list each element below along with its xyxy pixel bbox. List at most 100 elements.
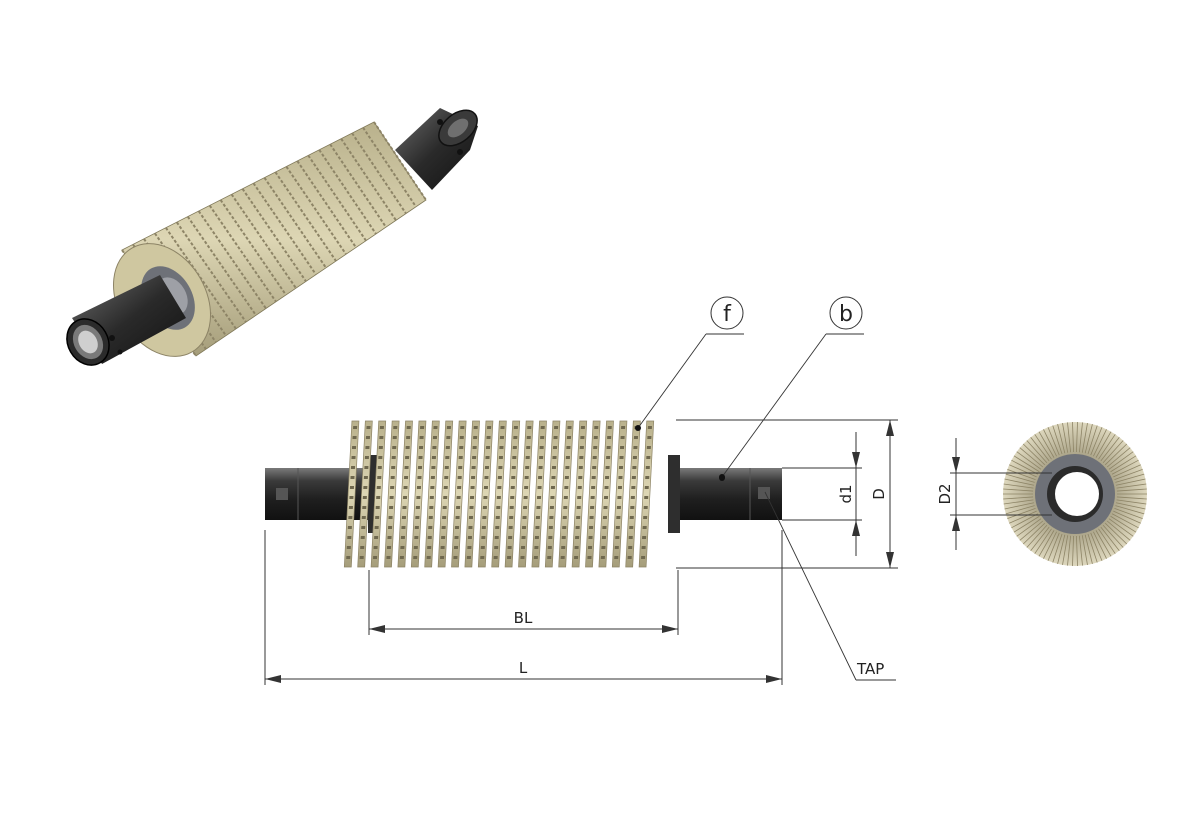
fin-serration [643,516,648,519]
fin-serration [415,506,420,509]
end-fin-ray [1072,535,1074,566]
fin-serration [536,496,542,499]
fin-serration [510,496,515,499]
fin-serration [431,466,436,469]
fin-serration [526,446,531,449]
end-fin-ray [1095,431,1112,458]
side-fin [611,420,628,568]
end-fin-ray [1004,478,1035,486]
fin-serration [644,486,649,489]
fin-serration [566,446,571,449]
fin-serration [471,466,476,469]
fin-serration [349,496,354,499]
dimension-d1: d1 [782,432,862,556]
fin-serration [604,476,610,479]
fin-serration [548,536,553,539]
fin-serration [644,496,649,499]
fin-serration [641,556,646,559]
end-fin-ray [1030,526,1050,551]
fin-serration [642,526,647,529]
fin-serration [632,466,637,469]
side-fin [477,420,494,568]
fin-serration [414,536,419,539]
fin-serration [348,506,353,509]
fin-serration [539,456,544,459]
fin-serration [483,486,489,489]
end-fin-ray [1081,535,1088,565]
fin-serration [535,516,541,519]
fin-serration [521,526,527,529]
fin-serration [359,556,364,559]
fin-serration [443,486,448,489]
fin-serration [510,486,515,489]
end-fin-ray [1113,464,1141,478]
fin-serration [539,446,544,449]
fin-serration [415,516,420,519]
fin-serration [499,446,504,449]
side-fin [504,420,521,568]
fin-serration [377,466,382,469]
fin-serration [520,546,526,549]
fin-serration [493,556,498,559]
fin-serration [630,506,635,509]
end-fin-ray [1081,423,1088,453]
fin-serration [472,446,477,449]
end-fin-ray [1093,531,1107,559]
fin-serration [419,436,424,439]
end-fin-ray [1098,528,1116,554]
side-fin [451,420,467,568]
fin-serration [350,476,355,479]
iso-fin-ring [296,160,357,249]
end-fin-ray [1111,513,1139,529]
fin-serration [540,426,545,429]
fin-serration [587,546,593,549]
fin-serration [631,476,636,479]
fin-serration [547,556,552,559]
fin-serration [618,476,623,479]
fin-serration [647,436,652,439]
fin-serration [364,466,369,469]
fin-serration [561,536,566,539]
fin-serration [550,496,555,499]
fin-serration [494,536,499,539]
end-fin-ray [1067,535,1072,566]
fin-serration [459,436,464,439]
fin-serration [484,466,490,469]
fin-serration [466,556,471,559]
dimension-d2: D2 [936,438,1052,550]
fin-serration [485,446,491,449]
callout-b: b [719,296,864,480]
fin-serration [468,516,474,519]
end-fin-ray [1116,499,1147,505]
end-fin-ray [1104,443,1128,466]
dimension-d2-label: D2 [936,483,954,504]
fin-serration [428,526,433,529]
fin-serration [459,446,464,449]
fin-serration [617,496,622,499]
fin-serration [351,456,356,459]
end-fin-ray [1098,434,1116,460]
fin-serration [537,486,542,489]
fin-serration [547,546,552,549]
fin-serration [647,426,652,429]
end-view [1003,422,1147,566]
fin-serration [373,546,378,549]
fin-serration [417,466,423,469]
end-fin-ray [1072,422,1074,453]
fin-serration [458,466,463,469]
end-fin-ray [1026,524,1048,548]
iso-fin-ring [186,216,257,316]
fin-serration [607,426,612,429]
fin-serration [482,516,487,519]
end-fin-ray [1004,502,1035,510]
fin-serration [600,556,605,559]
end-fin-ray [1104,522,1128,545]
fin-serration [446,426,451,429]
fin-serration [580,436,585,439]
fin-serration [481,526,486,529]
fin-serration [523,496,528,499]
fin-serration [402,496,408,499]
dimension-bl: BL [368,570,679,635]
fin-serration [603,506,608,509]
